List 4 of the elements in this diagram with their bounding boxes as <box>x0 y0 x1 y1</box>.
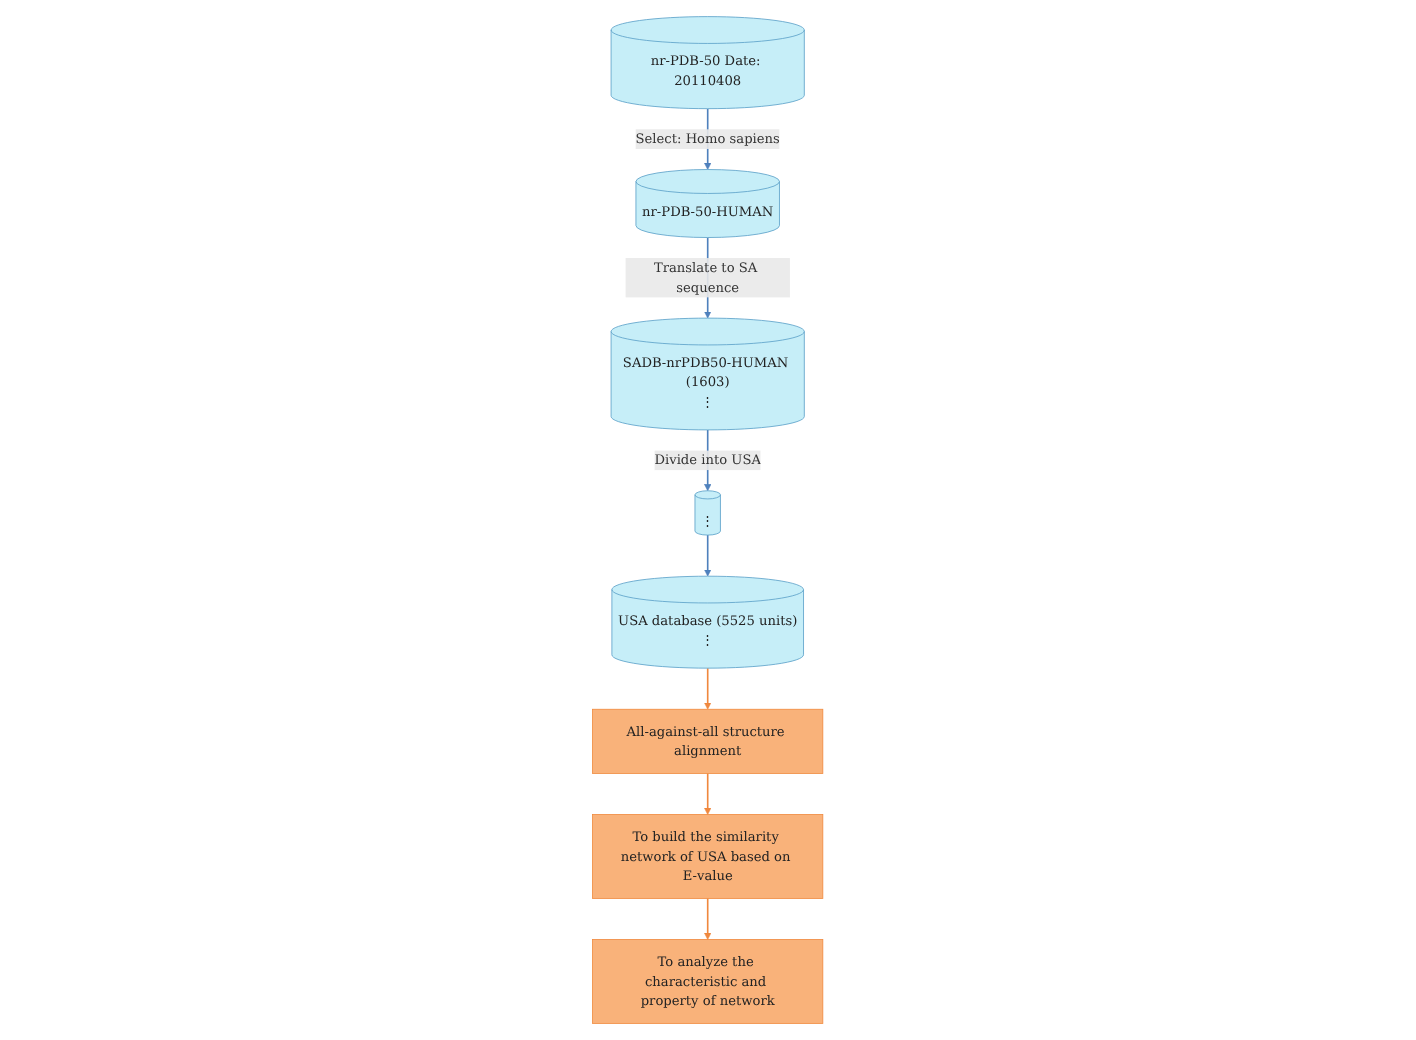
arrow <box>704 772 712 815</box>
arrow <box>704 897 712 940</box>
arrow <box>704 667 712 710</box>
arrow <box>704 534 712 577</box>
